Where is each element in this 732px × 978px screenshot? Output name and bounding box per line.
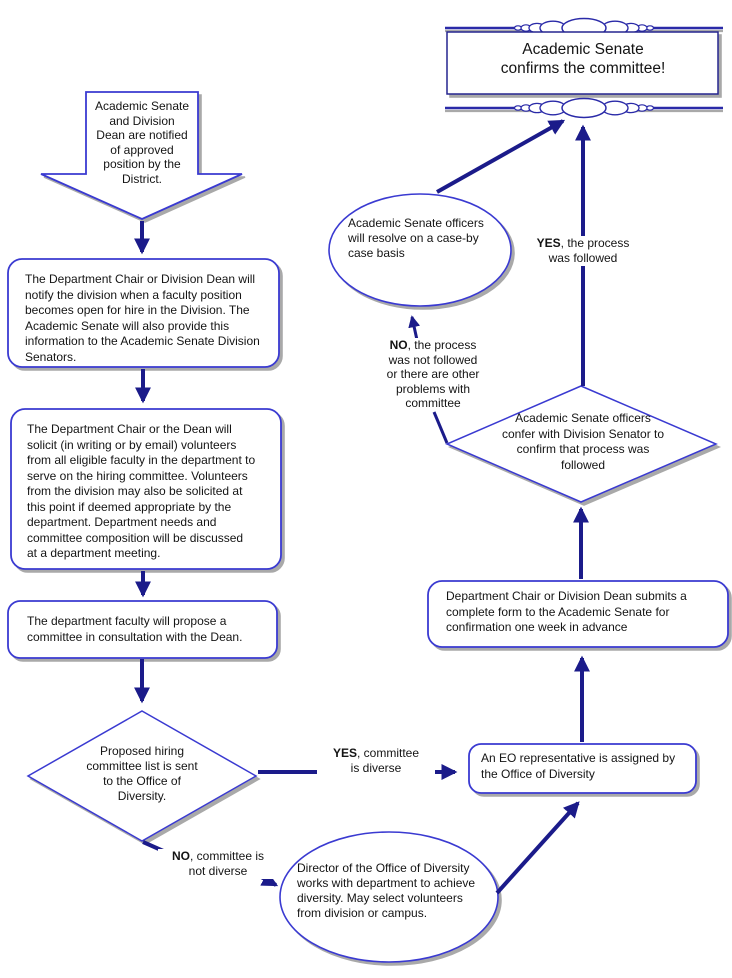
ellipse-senate-resolve — [328, 193, 512, 307]
arrow-resolve-to-banner — [436, 119, 566, 194]
label-yes-process: YES, the process was followed — [526, 236, 640, 266]
node-resolve-text: Academic Senate officers will resolve on… — [348, 216, 484, 260]
box-propose-committee — [7, 600, 278, 659]
label-yes-diverse: YES, committee is diverse — [317, 746, 435, 776]
node-diversity-check-text: Proposed hiring committee list is sent t… — [86, 744, 198, 803]
node-notified-text: Academic Senate and Division Dean are no… — [94, 99, 190, 186]
big-down-arrow-shape — [40, 91, 243, 220]
diamond-diversity-check — [26, 710, 258, 842]
node-confirm-check-text: Academic Senate officers confer with Div… — [501, 411, 665, 472]
ellipse-director-diversity — [279, 831, 499, 963]
node-eo-rep-text: An EO representative is assigned by the … — [481, 751, 676, 781]
arrow-director-to-eo — [495, 801, 580, 895]
box-eo-representative — [468, 743, 697, 794]
diamond-process-check — [445, 385, 718, 503]
box-submit-form — [427, 580, 729, 648]
node-notify-text: The Department Chair or Division Dean wi… — [25, 272, 260, 364]
banner-ornament-bottom — [443, 97, 725, 119]
label-no-diverse: NO, committee is not diverse — [158, 849, 278, 879]
node-submit-form-text: Department Chair or Division Dean submit… — [446, 589, 687, 634]
node-propose-text: The department faculty will propose a co… — [27, 614, 243, 644]
banner-box — [446, 31, 719, 95]
banner-title: Academic Senate confirms the committee! — [500, 41, 666, 77]
label-no-process: NO, the process was not followed or ther… — [374, 338, 492, 411]
node-director-text: Director of the Office of Diversity work… — [297, 861, 476, 920]
node-solicit-text: The Department Chair or the Dean will so… — [27, 422, 256, 560]
box-solicit-volunteers — [10, 408, 282, 570]
arrow-no-process-head — [408, 315, 421, 341]
box-notify-division — [7, 258, 280, 368]
arrow-no-process-segment — [432, 411, 449, 444]
